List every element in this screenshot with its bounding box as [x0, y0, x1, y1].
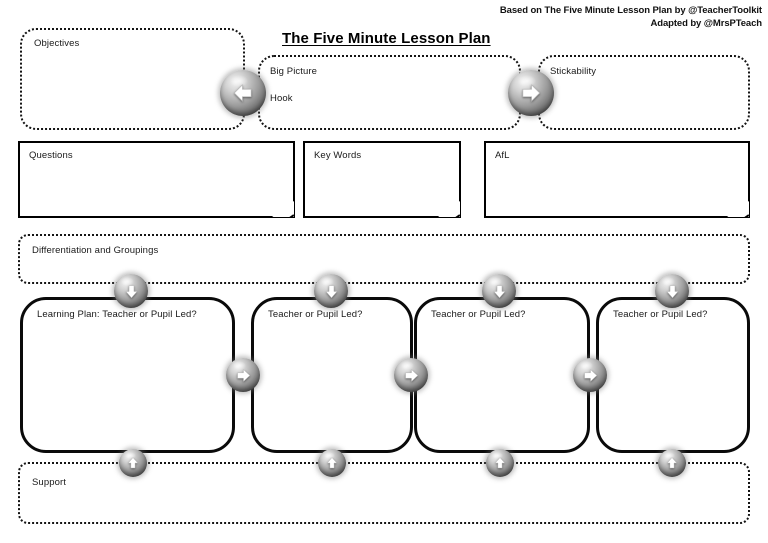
- panel-label-hook: Hook: [270, 93, 293, 104]
- credit-line-1: Based on The Five Minute Lesson Plan by …: [499, 5, 762, 16]
- learning-plan-label-2: Teacher or Pupil Led?: [268, 309, 363, 320]
- panel-label-objectives: Objectives: [34, 38, 80, 49]
- arrow-up-icon[interactable]: [318, 449, 346, 477]
- learning-plan-label-3: Teacher or Pupil Led?: [431, 309, 526, 320]
- panel-objectives[interactable]: Objectives: [20, 28, 245, 130]
- arrow-right-icon[interactable]: [508, 70, 554, 116]
- learning-plan-label-1: Learning Plan: Teacher or Pupil Led?: [37, 309, 197, 320]
- panel-label-support: Support: [32, 477, 66, 488]
- panel-big-picture-hook[interactable]: Big Picture Hook: [258, 55, 521, 130]
- credit-line-2: Adapted by @MrsPTeach: [650, 18, 762, 29]
- learning-plan-box-1[interactable]: Learning Plan: Teacher or Pupil Led?: [20, 297, 235, 453]
- arrow-left-icon[interactable]: [220, 70, 266, 116]
- panel-questions[interactable]: Questions: [18, 141, 295, 218]
- panel-label-key-words: Key Words: [314, 150, 362, 161]
- page-fold-shadow-icon: [727, 201, 749, 217]
- arrow-right-icon[interactable]: [573, 358, 607, 392]
- credits-block: Based on The Five Minute Lesson Plan by …: [500, 4, 762, 30]
- page-fold-shadow-icon: [272, 201, 294, 217]
- arrow-down-icon[interactable]: [655, 274, 689, 308]
- page-fold-icon: [736, 207, 749, 217]
- page-fold-shadow-icon: [438, 201, 460, 217]
- panel-label-questions: Questions: [29, 150, 73, 161]
- arrow-right-icon[interactable]: [226, 358, 260, 392]
- panel-label-afl: AfL: [495, 150, 510, 161]
- learning-plan-box-4[interactable]: Teacher or Pupil Led?: [596, 297, 750, 453]
- arrow-up-icon[interactable]: [119, 449, 147, 477]
- arrow-down-icon[interactable]: [114, 274, 148, 308]
- learning-plan-box-3[interactable]: Teacher or Pupil Led?: [414, 297, 590, 453]
- learning-plan-label-4: Teacher or Pupil Led?: [613, 309, 708, 320]
- learning-plan-box-2[interactable]: Teacher or Pupil Led?: [251, 297, 413, 453]
- arrow-up-icon[interactable]: [658, 449, 686, 477]
- page-fold-icon: [447, 207, 460, 217]
- panel-label-differentiation: Differentiation and Groupings: [32, 245, 159, 256]
- arrow-down-icon[interactable]: [314, 274, 348, 308]
- arrow-right-icon[interactable]: [394, 358, 428, 392]
- arrow-up-icon[interactable]: [486, 449, 514, 477]
- arrow-down-icon[interactable]: [482, 274, 516, 308]
- panel-stickability[interactable]: Stickability: [538, 55, 750, 130]
- page-fold-icon: [281, 207, 294, 217]
- panel-afl[interactable]: AfL: [484, 141, 750, 218]
- page-title: The Five Minute Lesson Plan: [282, 30, 491, 47]
- panel-key-words[interactable]: Key Words: [303, 141, 461, 218]
- panel-label-big-picture: Big Picture: [270, 66, 318, 77]
- panel-label-stickability: Stickability: [550, 66, 597, 77]
